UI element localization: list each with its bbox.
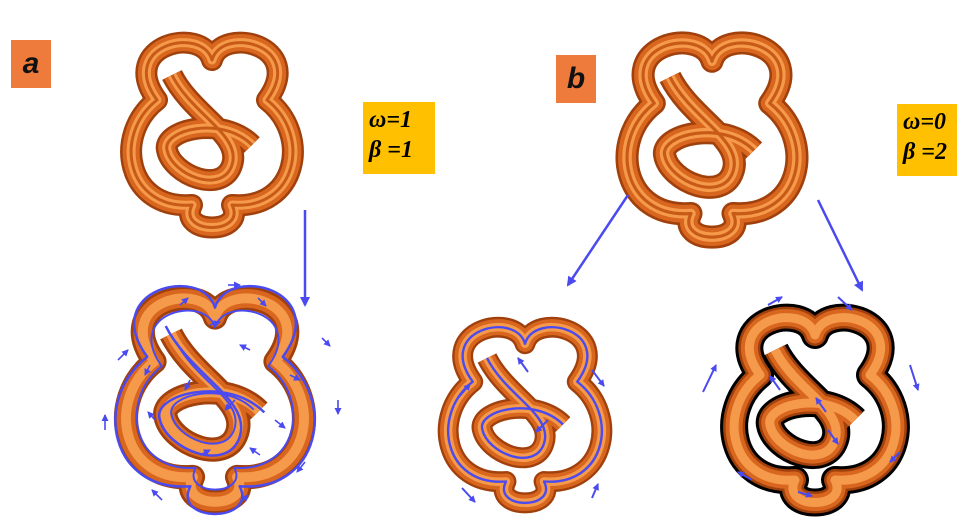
flow-arrows-b-left: [457, 357, 605, 503]
parameter-box-a: ω=1 β =1: [363, 102, 435, 174]
panel-label-a: a: [11, 40, 51, 88]
knot-a-top: [131, 43, 293, 228]
knot-b-bottom-right: [734, 318, 896, 503]
panel-label-b: b: [556, 55, 596, 103]
beta-value-b: β =2: [903, 139, 947, 165]
beta-value-a: β =1: [369, 137, 413, 163]
parameter-box-b: ω=0 β =2: [897, 104, 957, 176]
knot-b-top: [627, 43, 797, 237]
flow-arrows-a: [101, 281, 342, 506]
omega-value-a: ω=1: [369, 107, 413, 133]
knot-a-bottom: [115, 284, 314, 516]
arrow-b-right: [816, 199, 864, 292]
flow-arrows-b-right: [702, 296, 920, 498]
omega-value-b: ω=0: [903, 109, 947, 135]
knot-b-bottom-left: [448, 327, 602, 503]
arrow-b-left: [566, 194, 630, 287]
